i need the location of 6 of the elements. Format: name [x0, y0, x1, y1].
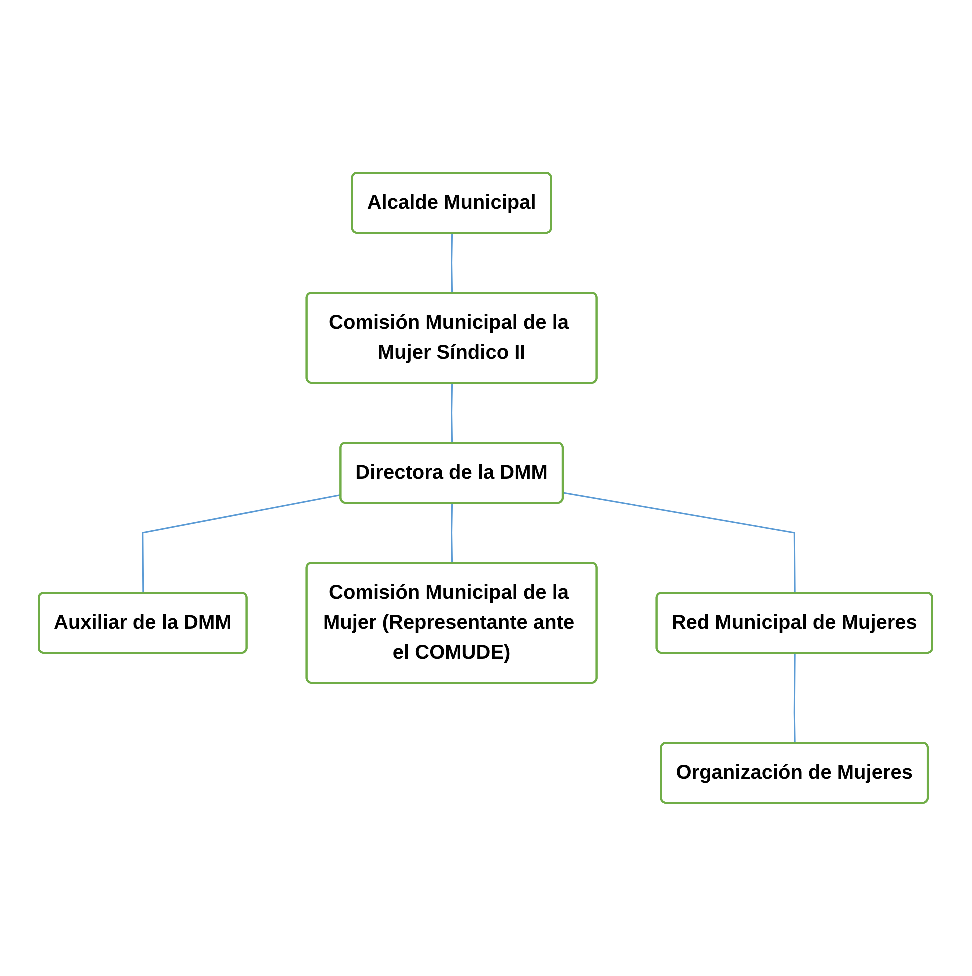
connector — [142, 494, 342, 594]
connector — [451, 383, 454, 444]
connector — [451, 233, 454, 294]
connector — [451, 503, 454, 564]
connector — [564, 492, 796, 594]
connector — [794, 654, 796, 744]
